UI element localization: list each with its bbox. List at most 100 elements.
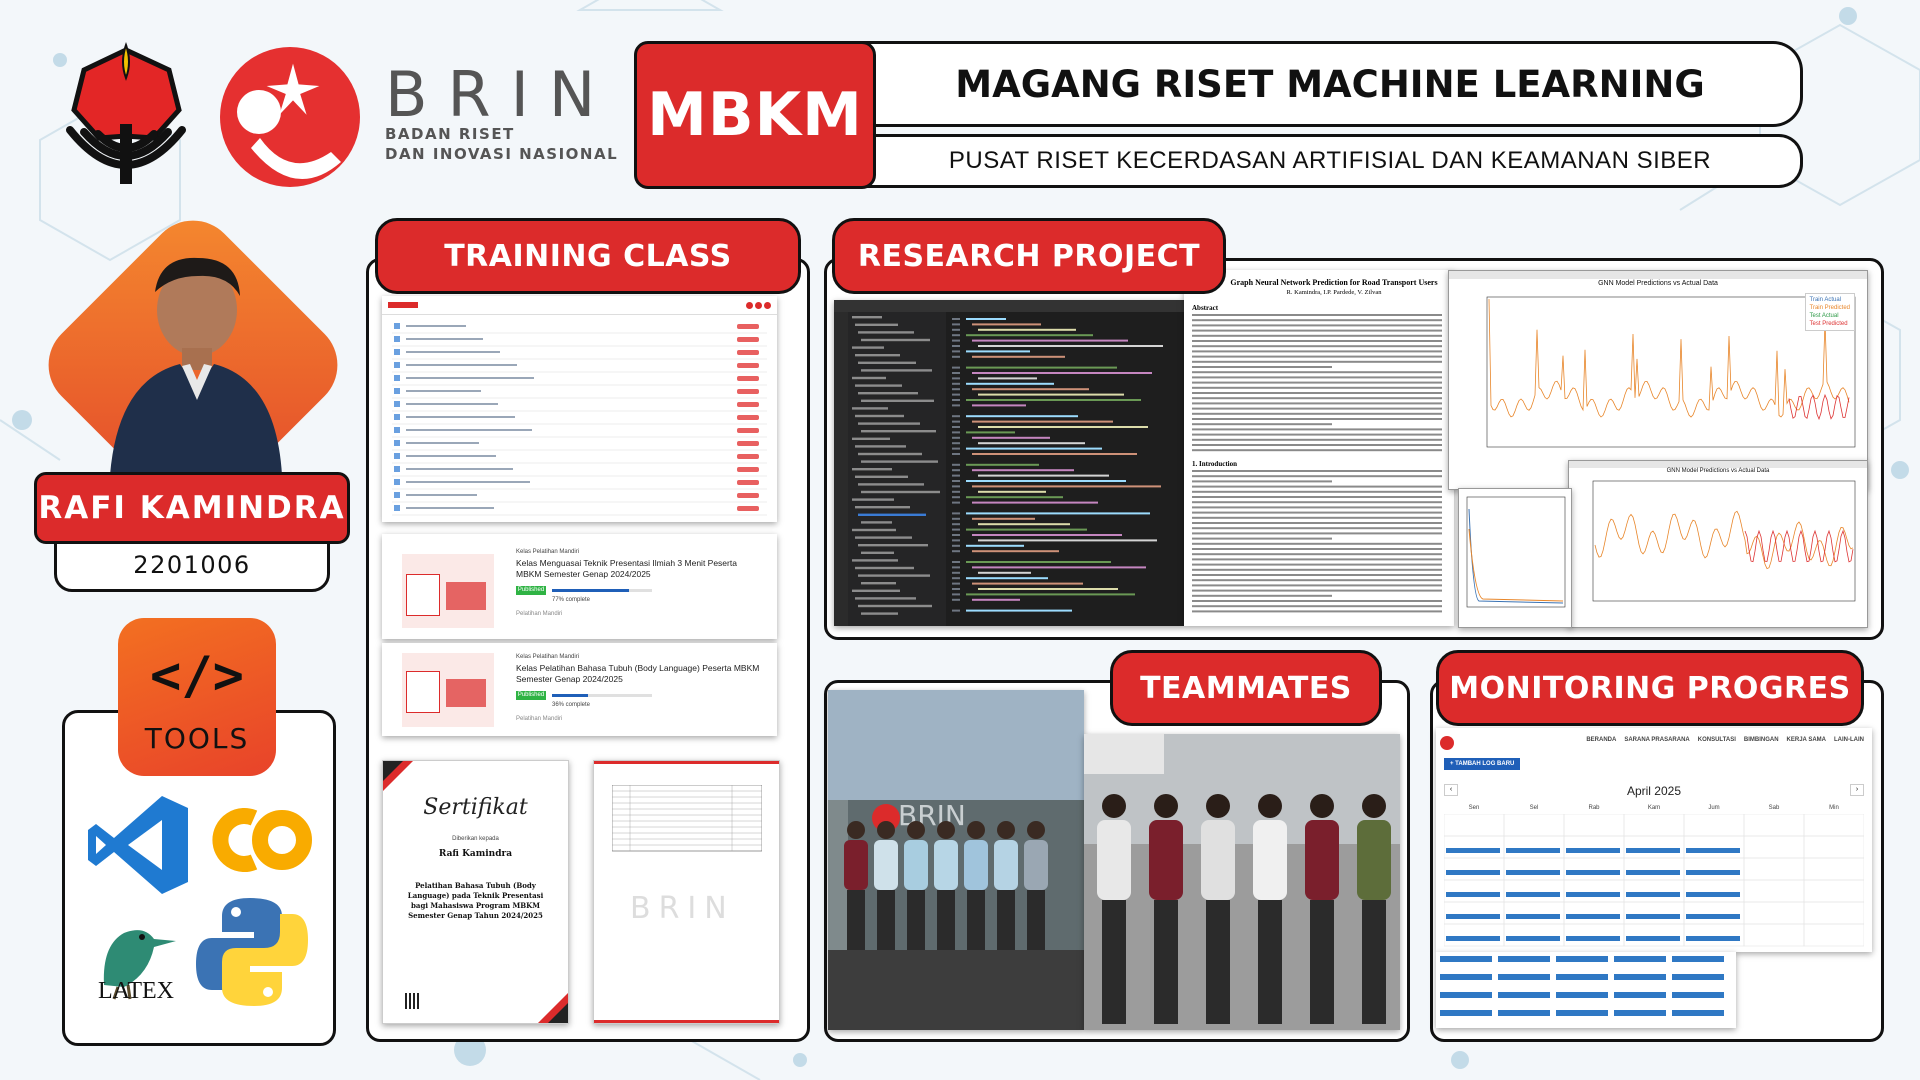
calendar-cell: [1623, 879, 1685, 903]
file-entry: [861, 551, 894, 554]
code-line: [972, 485, 1161, 488]
certificate-watermark: BRIN: [630, 891, 735, 926]
course-title[interactable]: Kelas Pelatihan Bahasa Tubuh (Body Langu…: [516, 663, 760, 684]
nav-item[interactable]: LAIN-LAIN: [1834, 737, 1864, 743]
log-entry: [1566, 848, 1620, 853]
log-entry: [1506, 848, 1560, 853]
nav-item[interactable]: KERJA SAMA: [1786, 737, 1826, 743]
calendar-prev-button[interactable]: ‹: [1444, 784, 1458, 796]
lms-navbar: [382, 296, 777, 315]
file-entry: [852, 346, 884, 349]
code-line: [972, 598, 1020, 601]
line-number: [952, 571, 960, 574]
page-subtitle-text: PUSAT RISET KECERDASAN ARTIFISIAL DAN KE…: [948, 147, 1712, 174]
loss-line: [1468, 528, 1564, 602]
person-body: [934, 840, 958, 890]
file-entry: [855, 536, 912, 539]
person-head: [1027, 821, 1045, 839]
certificate-name: Rafi Kamindra: [438, 849, 513, 859]
code-line: [966, 496, 1063, 499]
code-line: [966, 593, 1135, 596]
lms-course-list-screenshot: [382, 296, 777, 522]
paper-text-line: [1192, 490, 1442, 493]
calendar-cell: [1563, 835, 1625, 859]
line-number: [952, 447, 960, 450]
editor-activity-bar: [834, 312, 848, 626]
calendar-cell: [1743, 814, 1805, 837]
paper-text-line: [1192, 319, 1442, 322]
log-entry: [1614, 956, 1666, 962]
nav-item[interactable]: SARANA PRASARANA: [1624, 737, 1690, 743]
site-logo-icon: [1440, 736, 1454, 750]
line-number: [952, 593, 960, 596]
row-text: [406, 442, 479, 444]
row-badge: [737, 324, 759, 329]
person-legs: [1102, 900, 1126, 1024]
calendar-next-button[interactable]: ›: [1850, 784, 1864, 796]
line-number: [952, 328, 960, 331]
calendar-cell: [1444, 835, 1505, 859]
file-entry: [861, 399, 934, 402]
paper-text-line: [1192, 522, 1442, 524]
file-entry: [852, 528, 896, 532]
row-icon: [394, 479, 400, 485]
code-line: [978, 474, 1109, 477]
paper-text-line: [1192, 397, 1442, 400]
person-body: [1024, 840, 1048, 890]
log-entry: [1446, 892, 1500, 897]
nav-item[interactable]: BERANDA: [1586, 737, 1617, 743]
file-entry: [858, 422, 920, 425]
log-entry: [1440, 956, 1492, 962]
editor-code-lines: [952, 318, 1163, 612]
paper-text-line: [1192, 433, 1442, 436]
row-badge: [737, 415, 759, 420]
nav-item[interactable]: KONSULTASI: [1697, 737, 1736, 743]
paper-text-line: [1192, 314, 1442, 316]
nav-item[interactable]: BIMBINGAN: [1743, 737, 1779, 743]
file-entry: [852, 589, 900, 592]
paper-text-line: [1192, 605, 1442, 608]
paper-text-line: [1192, 537, 1332, 540]
row-badge: [737, 350, 759, 355]
row-icon: [394, 427, 400, 433]
code-line: [978, 442, 1085, 445]
prediction-chart-title: GNN Model Predictions vs Actual Data: [1598, 280, 1718, 287]
teammates-tab: TEAMMATES: [1110, 650, 1382, 726]
prediction-chart-legend: Train Actual Train Predicted Test Actual…: [1804, 293, 1855, 331]
file-entry: [861, 369, 932, 372]
calendar-cell: [1563, 857, 1625, 881]
certificate-front: Sertifikat Diberikan kepada Rafi Kamindr…: [382, 760, 569, 1024]
line-number: [952, 588, 960, 590]
file-entry: [852, 559, 898, 562]
person-head: [1206, 794, 1230, 818]
row-icon: [394, 440, 400, 446]
line-number: [952, 399, 960, 401]
line-number: [952, 431, 960, 434]
line-number: [952, 501, 960, 504]
file-entry: [855, 445, 906, 448]
calendar-cell: [1683, 879, 1745, 903]
person-head: [937, 821, 955, 839]
paper-text-line: [1192, 584, 1442, 587]
code-line: [978, 571, 1031, 574]
training-tab-label: TRAINING CLASS: [444, 238, 732, 274]
course-status-badge: Published: [516, 586, 546, 595]
paper-text-line: [1192, 438, 1442, 441]
line-number: [952, 453, 960, 455]
paper-text-line: [1192, 360, 1442, 363]
paper-text-line: [1192, 412, 1442, 415]
course-title[interactable]: Kelas Menguasai Teknik Presentasi Ilmiah…: [516, 558, 737, 579]
person-body: [874, 840, 898, 890]
line-number: [952, 382, 960, 385]
paper-text-line: [1192, 366, 1332, 368]
person-head: [1362, 794, 1386, 818]
paper-text-line: [1192, 428, 1442, 431]
paper-body-text: [1192, 314, 1442, 613]
line-number: [952, 512, 960, 515]
code-line: [972, 501, 1098, 504]
line-number: [952, 318, 960, 320]
add-log-button[interactable]: + TAMBAH LOG BARU: [1444, 758, 1521, 770]
calendar-cell: [1444, 901, 1505, 925]
lms-list-rows: [392, 323, 767, 516]
row-icon: [394, 401, 400, 407]
